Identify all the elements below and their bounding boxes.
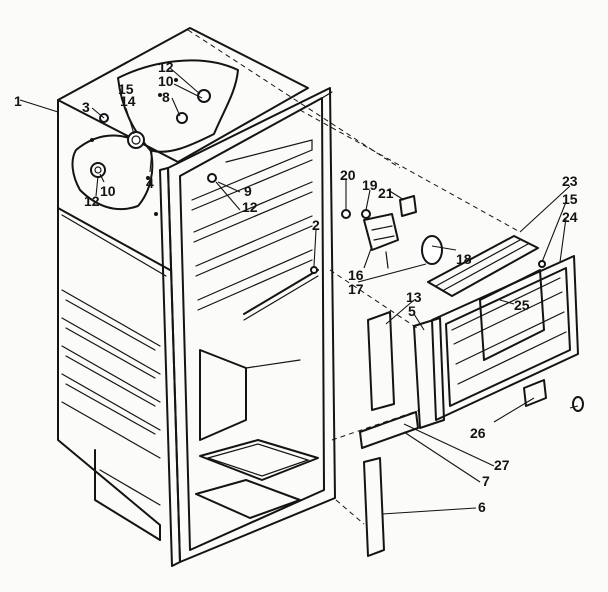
callout-part-20: 20 (340, 167, 356, 183)
callout-part-21: 21 (378, 185, 394, 201)
callout-part-9: 9 (244, 183, 252, 199)
callout-part-1: 1 (14, 93, 22, 109)
control-components (341, 195, 443, 269)
callout-part-15: 15 (562, 191, 578, 207)
callout-part-17: 17 (348, 281, 364, 297)
callout-part-13: 13 (406, 289, 422, 305)
callout-part-7: 7 (482, 473, 490, 489)
callout-part-24: 24 (562, 209, 578, 225)
callout-part-15: 15 (118, 81, 134, 97)
callout-part-25: 25 (514, 297, 530, 313)
callout-part-10: 10 (100, 183, 116, 199)
callout-part-3: 3 (82, 99, 90, 115)
callout-part-12: 12 (84, 193, 100, 209)
callout-part-27: 27 (494, 457, 510, 473)
fan-shroud-assembly (427, 235, 579, 421)
callout-part-16: 16 (348, 267, 364, 283)
callout-part-19: 19 (362, 177, 378, 193)
callout-part-5: 5 (408, 303, 416, 319)
leader-lines (19, 67, 579, 515)
callout-part-18: 18 (456, 251, 472, 267)
callout-part-12: 12 (158, 59, 174, 75)
explosion-lines (187, 29, 521, 525)
callout-part-2: 2 (312, 217, 320, 233)
callout-part-10: 10 (158, 73, 174, 89)
liner-shelf-ribs (191, 139, 319, 519)
bracket-rod (243, 266, 319, 321)
small-parts (359, 379, 584, 557)
callout-part-4: 4 (146, 175, 154, 191)
callout-part-6: 6 (478, 499, 486, 515)
top-cutaway (71, 59, 239, 216)
callout-part-8: 8 (162, 89, 170, 105)
callout-part-12: 12 (242, 199, 258, 215)
callout-part-23: 23 (562, 173, 578, 189)
callout-part-26: 26 (470, 425, 486, 441)
callout-part-14: 14 (120, 93, 136, 109)
liner-frame (159, 87, 336, 567)
